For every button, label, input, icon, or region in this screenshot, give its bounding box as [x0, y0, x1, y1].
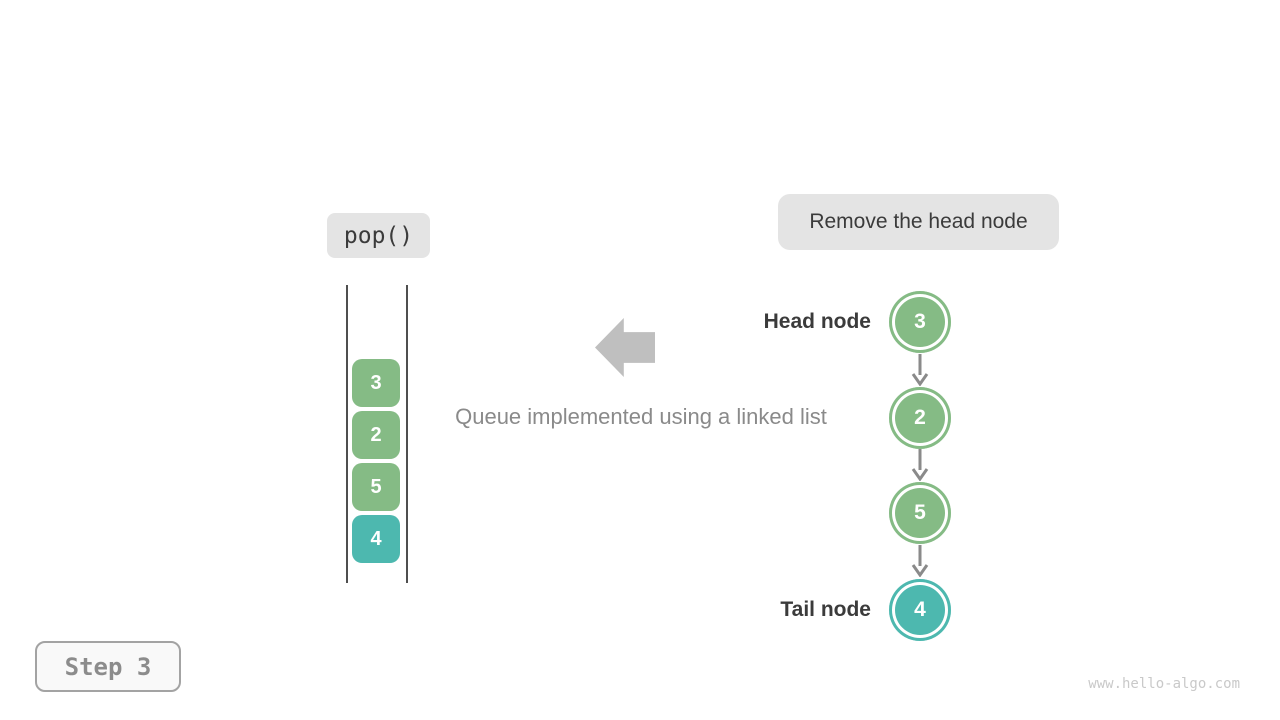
down-arrow-icon: [911, 449, 929, 481]
queue-item: 3: [352, 359, 400, 407]
remove-head-node-badge: Remove the head node: [778, 194, 1059, 250]
watermark-url: www.hello-algo.com: [1088, 676, 1240, 692]
queue-container-right-line: [406, 285, 408, 583]
tail-node-label: Tail node: [780, 598, 871, 621]
queue-container-left-line: [346, 285, 348, 583]
linked-list-node: 4: [889, 579, 951, 641]
pop-operation-badge: pop(): [327, 213, 430, 258]
figure-caption: Queue implemented using a linked list: [455, 404, 827, 429]
head-node-label: Head node: [763, 310, 871, 333]
step-badge: Step 3: [35, 641, 181, 692]
down-arrow-icon: [911, 545, 929, 577]
queue-item: 4: [352, 515, 400, 563]
linked-list-node: 3: [889, 291, 951, 353]
left-arrow-icon: [595, 318, 655, 377]
queue-item: 5: [352, 463, 400, 511]
linked-list-node: 5: [889, 482, 951, 544]
down-arrow-icon: [911, 354, 929, 386]
queue-item: 2: [352, 411, 400, 459]
linked-list-node: 2: [889, 387, 951, 449]
